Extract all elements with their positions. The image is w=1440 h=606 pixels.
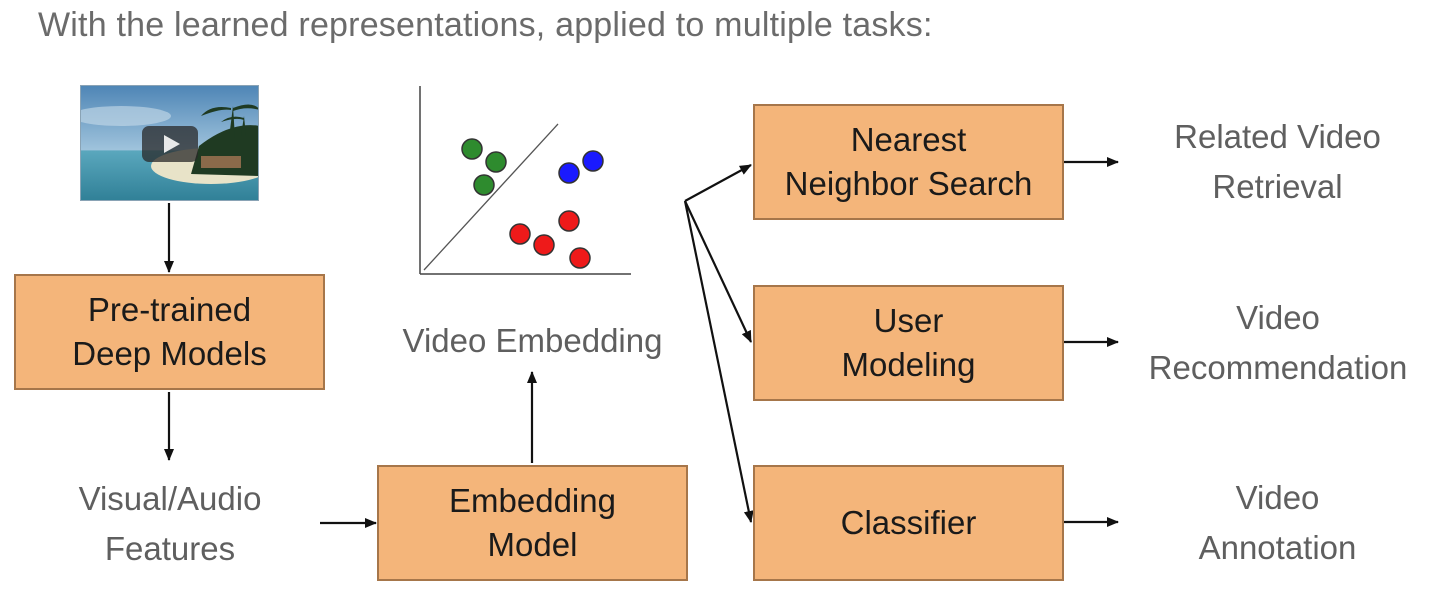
box-line: Neighbor Search <box>784 165 1033 202</box>
cluster-point-green <box>461 138 483 160</box>
box-line: Pre-trained <box>87 291 252 328</box>
box-line: Model <box>487 526 578 563</box>
thumbnail-scene <box>81 86 258 200</box>
label-line: Features <box>104 530 236 567</box>
user-modeling-box: User Modeling <box>753 285 1064 401</box>
pretrained-models-box: Pre-trained Deep Models <box>14 274 325 390</box>
label-line: Video <box>1236 299 1320 336</box>
embedding-model-box: Embedding Model <box>377 465 688 581</box>
label-line: Related Video <box>1174 118 1381 155</box>
video-recommendation-label: Video Recommendation <box>1128 293 1428 393</box>
video-annotation-label: Video Annotation <box>1140 473 1415 573</box>
features-label: Visual/Audio Features <box>40 474 300 574</box>
cluster-point-red <box>558 210 580 232</box>
video-thumbnail <box>80 85 259 201</box>
label-line: Visual/Audio <box>78 480 262 517</box>
embedding-scatter-plot <box>419 86 631 275</box>
box-line: Embedding <box>449 482 616 519</box>
label-line: Annotation <box>1198 529 1357 566</box>
cluster-point-blue <box>558 162 580 184</box>
arrow-to-classifier <box>683 200 754 523</box>
nearest-neighbor-search-box: Nearest Neighbor Search <box>753 104 1064 220</box>
cluster-point-red <box>533 234 555 256</box>
arrow-to-user-modeling <box>684 200 752 343</box>
label-line: Video <box>1235 479 1320 516</box>
cluster-point-blue <box>582 150 604 172</box>
box-line: Classifier <box>840 504 977 541</box>
label-line: Retrieval <box>1212 168 1343 205</box>
classifier-box: Classifier <box>753 465 1064 581</box>
play-icon[interactable] <box>142 126 198 162</box>
video-embedding-label: Video Embedding <box>402 322 663 359</box>
box-line: Nearest <box>850 121 967 158</box>
label-line: Recommendation <box>1148 349 1408 386</box>
arrow-to-nearest-neighbor <box>684 164 752 202</box>
cluster-point-green <box>485 151 507 173</box>
cluster-point-green <box>473 174 495 196</box>
plot-separator-line <box>423 123 559 271</box>
box-line: Modeling <box>841 346 976 383</box>
related-video-retrieval-label: Related Video Retrieval <box>1140 112 1415 212</box>
box-line: Deep Models <box>72 335 267 372</box>
page-title: With the learned representations, applie… <box>38 6 933 44</box>
cluster-point-red <box>509 223 531 245</box>
cluster-point-red <box>569 247 591 269</box>
box-line: User <box>873 302 944 339</box>
